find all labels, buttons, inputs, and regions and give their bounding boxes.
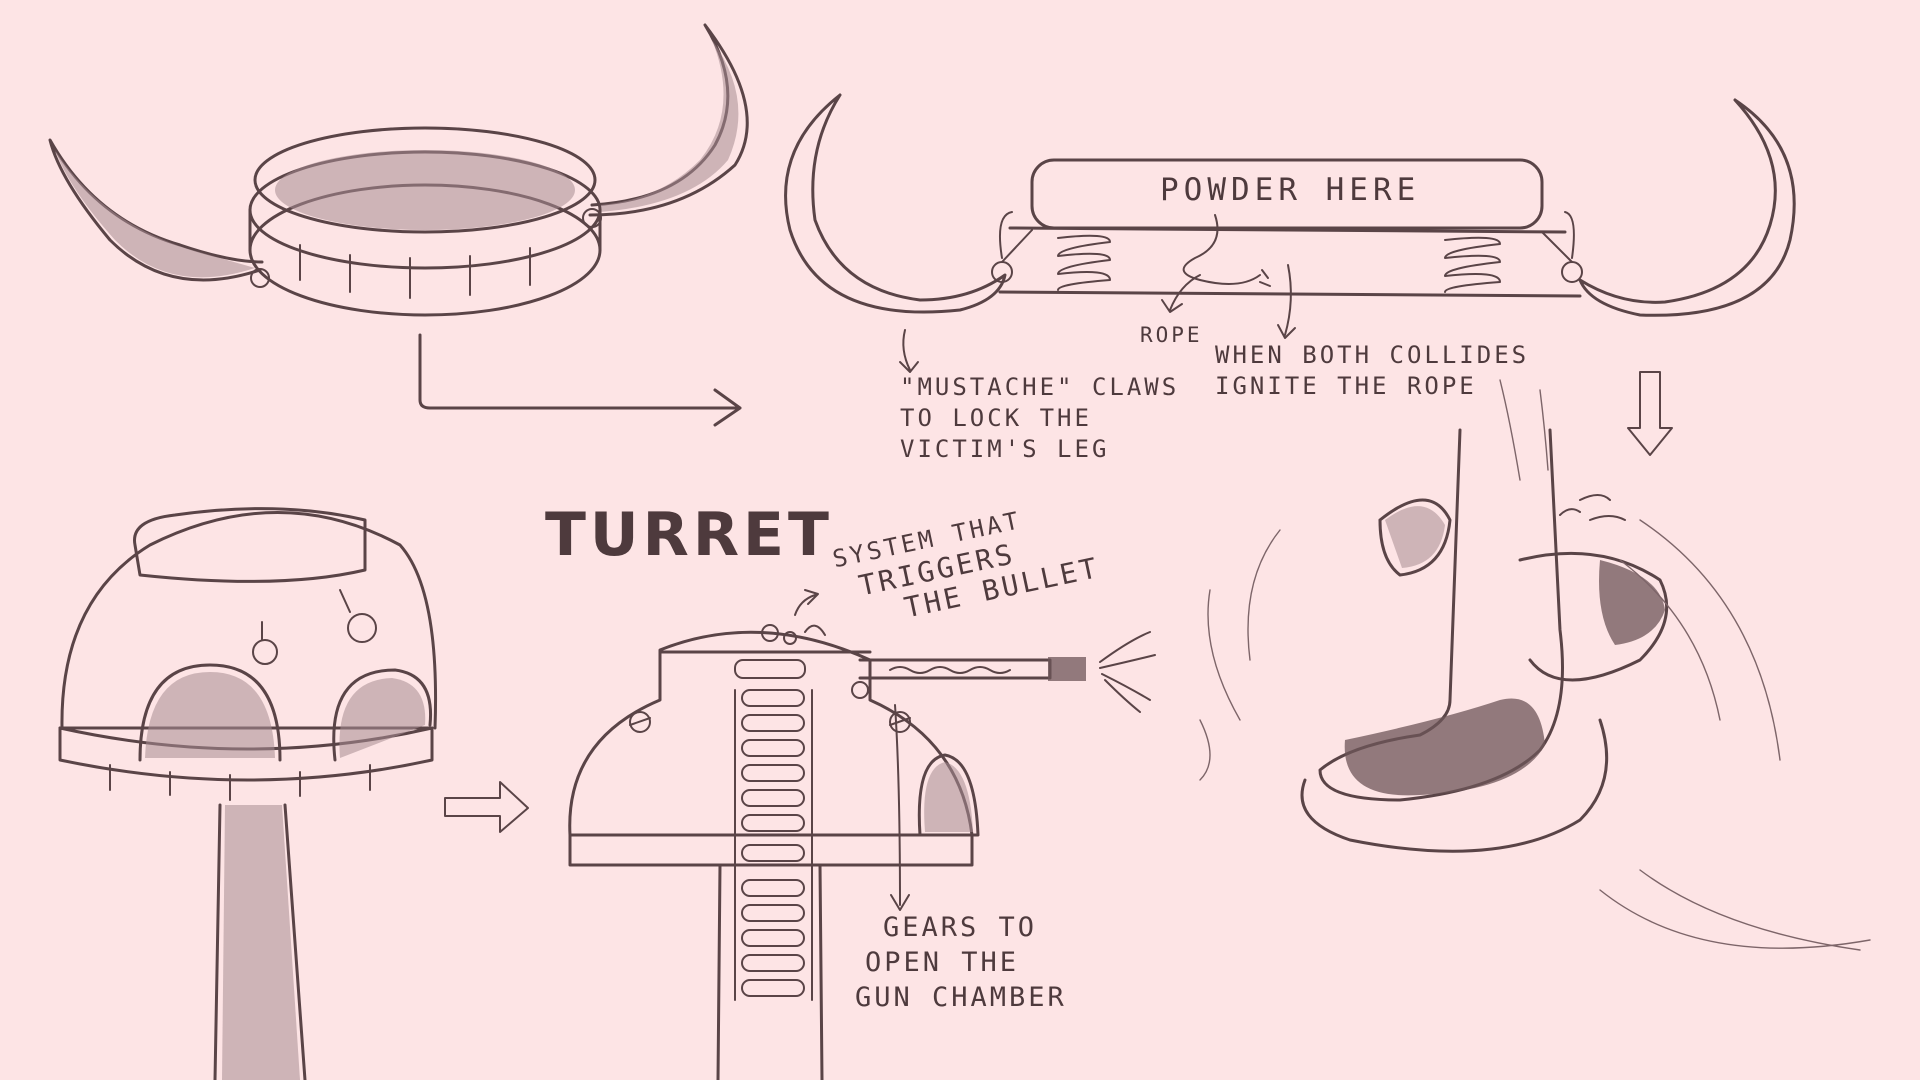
label-turret-title: TURRET [545,500,833,570]
label-when-collides: WHEN BOTH COLLIDES IGNITE THE ROPE [1215,340,1529,402]
arrow-turret-to-schematic [444,781,529,833]
arrow-down [1627,371,1673,456]
turret-schematic [568,589,1156,1080]
arrow-trap-to-schematic [418,333,742,427]
trap-schematic [784,93,1796,373]
label-mustache-claws-line2: TO LOCK THE [900,404,1092,432]
bullet-chain [734,659,813,1001]
label-mustache-claws: "MUSTACHE" CLAWS TO LOCK THE VICTIM'S LE… [900,372,1179,465]
turret-perspective-drawing [58,507,438,1080]
label-when-collides-line1: WHEN BOTH COLLIDES [1215,341,1530,369]
label-powder-here: POWDER HERE [1160,172,1421,208]
label-when-collides-line2: IGNITE THE ROPE [1215,372,1477,400]
label-mustache-claws-line3: VICTIM'S LEG [900,435,1110,463]
label-gears-line3: GUN CHAMBER [855,982,1067,1013]
label-gears: GEARS TO OPEN THE GUN CHAMBER [855,910,1067,1015]
label-gears-line2: OPEN THE [865,947,1020,978]
leg-trapped-sketch [1199,379,1871,951]
label-mustache-claws-line1: "MUSTACHE" CLAWS [900,373,1180,401]
label-rope: ROPE [1140,323,1203,347]
label-gears-line1: GEARS TO [883,912,1038,943]
trap-perspective-drawing [48,23,749,317]
